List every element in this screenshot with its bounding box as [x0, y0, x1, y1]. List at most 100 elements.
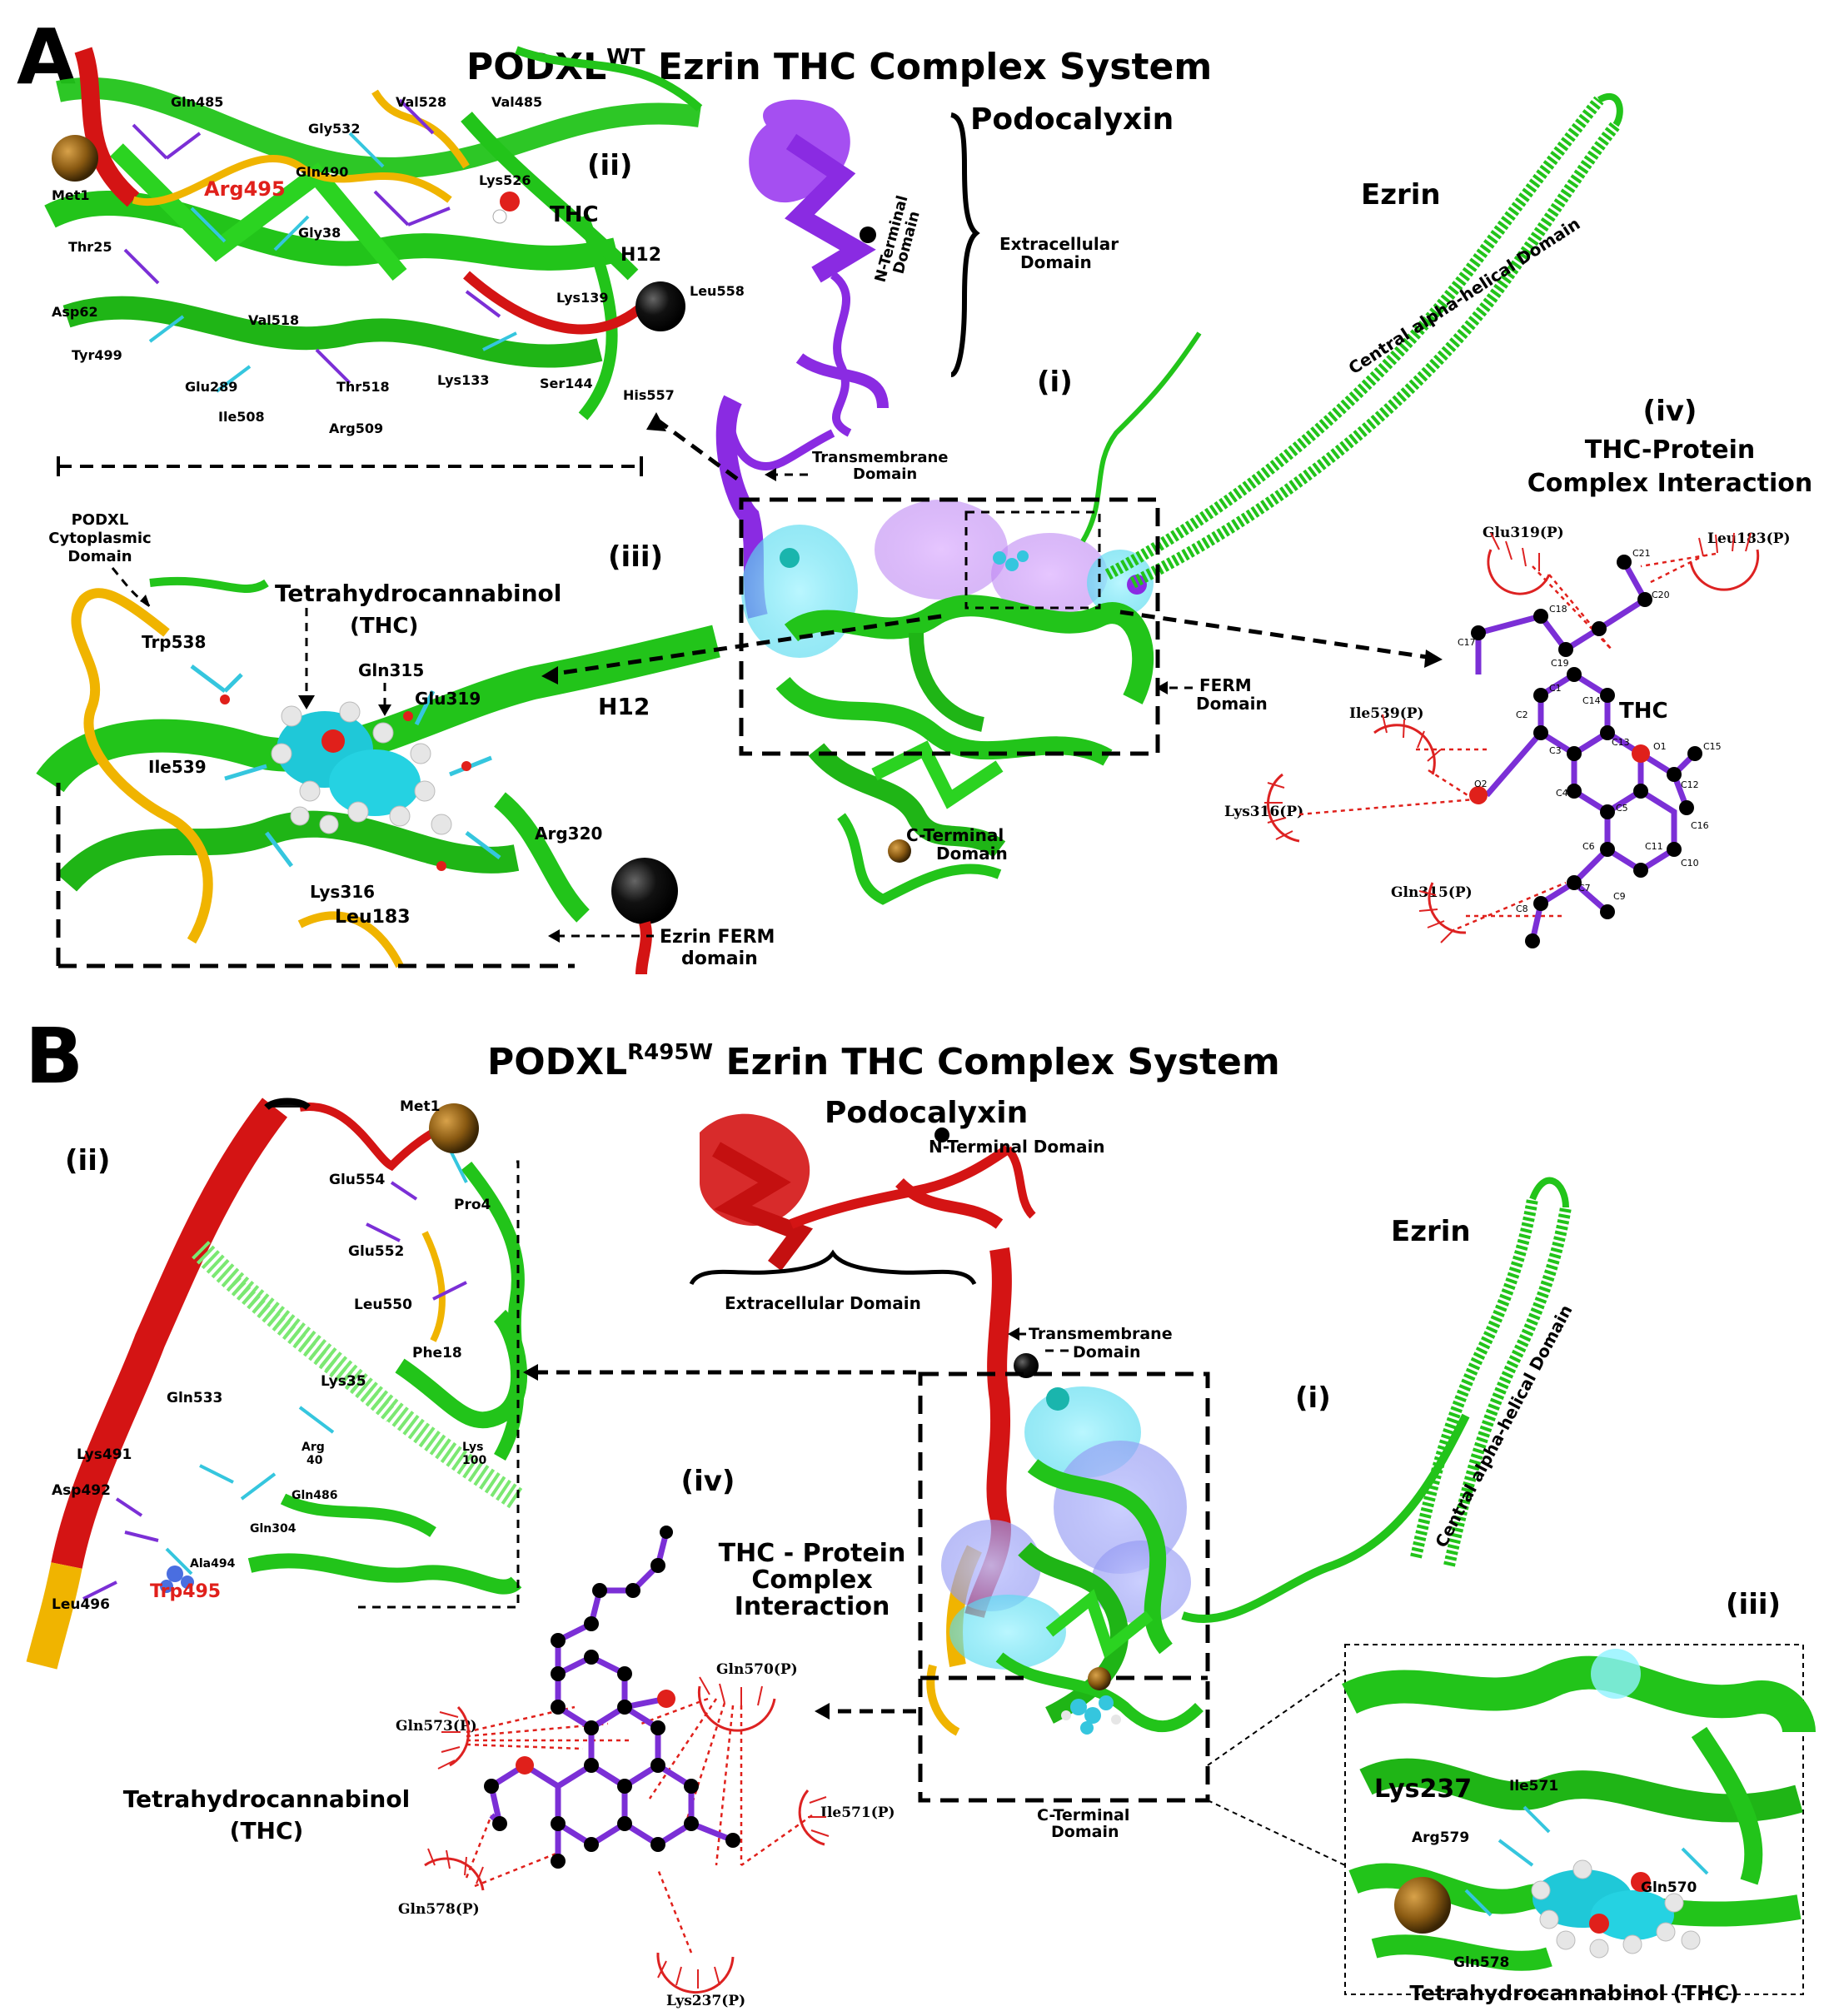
- res-b-arg-num: 40: [306, 1454, 323, 1467]
- res-b-lys35: Lys35: [321, 1373, 366, 1390]
- panel-b: B PODXLR495W Ezrin THC Complex System: [25, 1012, 1803, 2009]
- res-trp538: Trp538: [142, 632, 206, 652]
- panel-b-inset-ii: (ii) Met1 Glu554 Pro4 Glu552 Leu550 Phe1…: [42, 1098, 519, 1665]
- panel-a-roman-iv: (iv): [1643, 395, 1697, 428]
- res-b-lys491: Lys491: [77, 1446, 132, 1463]
- label-podxl: PODXL: [72, 511, 129, 529]
- label-ezrin-a: Ezrin: [1361, 178, 1441, 212]
- atom-c6-a: C6: [1582, 841, 1595, 852]
- label-extracellular-domain-a: Domain: [1020, 252, 1092, 272]
- label-glu319p: Glu319(P): [1483, 525, 1564, 541]
- atom-o1-a: O1: [1653, 741, 1667, 752]
- res-b-lys: Lys: [462, 1441, 483, 1454]
- res-lys133: Lys133: [437, 372, 489, 388]
- panel-b-roman-iii: (iii): [1726, 1588, 1781, 1621]
- res-met1: Met1: [52, 187, 90, 203]
- brace-extracellular: [951, 115, 976, 375]
- res-b-glu552: Glu552: [348, 1243, 404, 1260]
- panel-a-inset-ii: Gln485 Val528 Val485 Gly532 Gln490 Lys52…: [50, 50, 745, 476]
- panel-a-main-structure: Podocalyxin N-Terminal Domain Extracellu…: [541, 97, 1620, 899]
- res-glu289: Glu289: [185, 379, 237, 395]
- res-b-trp495-highlight: Trp495: [150, 1581, 221, 1602]
- label-extracellular-b: Extracellular Domain: [725, 1293, 921, 1313]
- atom-c8-a: C8: [1516, 903, 1528, 914]
- label-ferm-a: FERM: [1199, 675, 1252, 695]
- label-ile571p: Ile571(P): [820, 1804, 895, 1821]
- res-arg495-highlight: Arg495: [204, 177, 286, 201]
- atom-c17-a: C17: [1458, 637, 1476, 648]
- atom-c18-a: C18: [1549, 604, 1567, 615]
- label-cyto-domain: Domain: [67, 548, 132, 565]
- res-leu558: Leu558: [690, 283, 745, 299]
- label-gln578p: Gln578(P): [398, 1901, 480, 1918]
- label-iv-title2-b: Complex: [751, 1566, 872, 1595]
- res-b-pro4: Pro4: [454, 1197, 491, 1213]
- label-ferm-domain-a: Domain: [1196, 694, 1268, 714]
- atom-c19-a: C19: [1551, 658, 1569, 669]
- label-transmembrane-a: Transmembrane: [812, 449, 949, 466]
- ligand-thc-label: THC: [550, 202, 599, 227]
- panel-b-roman-ii: (ii): [65, 1144, 110, 1177]
- panel-b-letter: B: [25, 1012, 83, 1101]
- res-b-ile571: Ile571: [1509, 1778, 1558, 1794]
- atom-c4-a: C4: [1556, 788, 1568, 799]
- label-c-terminal-domain-b: Domain: [1051, 1823, 1119, 1841]
- label-cytoplasmic: Cytoplasmic: [48, 530, 151, 547]
- res-b-leu550: Leu550: [354, 1297, 412, 1313]
- res-leu183: Leu183: [335, 907, 411, 928]
- atom-c13-a: C13: [1612, 737, 1630, 748]
- res-b-gln486: Gln486: [292, 1489, 337, 1502]
- label-central-helical-a: Central alpha-helical Domain: [1345, 213, 1584, 378]
- label-iv-title1-a: THC-Protein: [1585, 436, 1755, 465]
- label-transmembrane-b: Transmembrane: [1029, 1325, 1173, 1343]
- helix-h12-label-iii: H12: [598, 693, 650, 720]
- thc-atoms-b: [484, 1526, 740, 1869]
- res-val518: Val518: [248, 312, 299, 328]
- res-b-leu496: Leu496: [52, 1596, 110, 1613]
- label-ezrin-ferm-domain: domain: [681, 948, 758, 969]
- panel-b-inset-iv: (iv) THC - Protein Complex Interaction T…: [123, 1465, 906, 2009]
- atom-c21-a: C21: [1632, 548, 1651, 559]
- label-lys237p: Lys237(P): [666, 1993, 745, 2009]
- panel-a-inset-iv: (iv) THC-Protein Complex Interaction Glu…: [1224, 395, 1812, 948]
- atom-o2-a: O2: [1474, 779, 1488, 789]
- label-gln573p: Gln573(P): [396, 1718, 477, 1735]
- label-podocalyxin-a: Podocalyxin: [970, 102, 1174, 137]
- label-n-terminal-b: N-Terminal Domain: [929, 1137, 1105, 1157]
- panel-b-roman-iv: (iv): [681, 1465, 735, 1498]
- res-gly38: Gly38: [298, 225, 341, 241]
- label-ezrin-ferm: Ezrin FERM: [660, 927, 775, 948]
- label-thc-abbr-b: (THC): [230, 1817, 304, 1844]
- res-b-arg: Arg: [302, 1441, 325, 1454]
- atom-c1-a: C1: [1549, 683, 1562, 694]
- res-b-gln533: Gln533: [167, 1390, 222, 1406]
- label-ezrin-b: Ezrin: [1391, 1215, 1471, 1248]
- res-lys526: Lys526: [479, 172, 531, 188]
- atom-c14-a: C14: [1582, 695, 1601, 706]
- panel-a-roman-i: (i): [1037, 366, 1073, 399]
- res-thr518: Thr518: [336, 379, 390, 395]
- label-c-terminal-b: C-Terminal: [1037, 1806, 1129, 1824]
- panel-b-roman-i: (i): [1295, 1381, 1331, 1415]
- res-tyr499: Tyr499: [72, 347, 122, 363]
- label-transmembrane-domain-b: Domain: [1073, 1343, 1140, 1361]
- res-gly532: Gly532: [308, 121, 360, 137]
- atom-c3-a: C3: [1549, 745, 1562, 756]
- helix-h12-label: H12: [620, 245, 661, 266]
- label-iv-title1-b: THC - Protein: [719, 1539, 906, 1568]
- label-ile539p: Ile539(P): [1349, 705, 1424, 722]
- atom-c7-a: C7: [1578, 883, 1591, 894]
- panel-a-inset-iii: PODXL Cytoplasmic Domain (iii) Tetrahydr…: [48, 511, 775, 974]
- res-arg320: Arg320: [535, 824, 602, 844]
- res-gln315: Gln315: [358, 660, 424, 680]
- label-thc-name: Tetrahydrocannabinol: [275, 580, 561, 607]
- res-b-met1: Met1: [400, 1098, 440, 1115]
- label-lys316p: Lys316(P): [1224, 804, 1303, 820]
- label-thc-a-iv: THC: [1619, 699, 1668, 724]
- atom-c12-a: C12: [1681, 779, 1699, 790]
- atom-c11-a: C11: [1645, 841, 1663, 852]
- res-gln490: Gln490: [296, 164, 348, 180]
- label-gln570p: Gln570(P): [716, 1661, 798, 1678]
- atom-c5-a: C5: [1616, 803, 1628, 814]
